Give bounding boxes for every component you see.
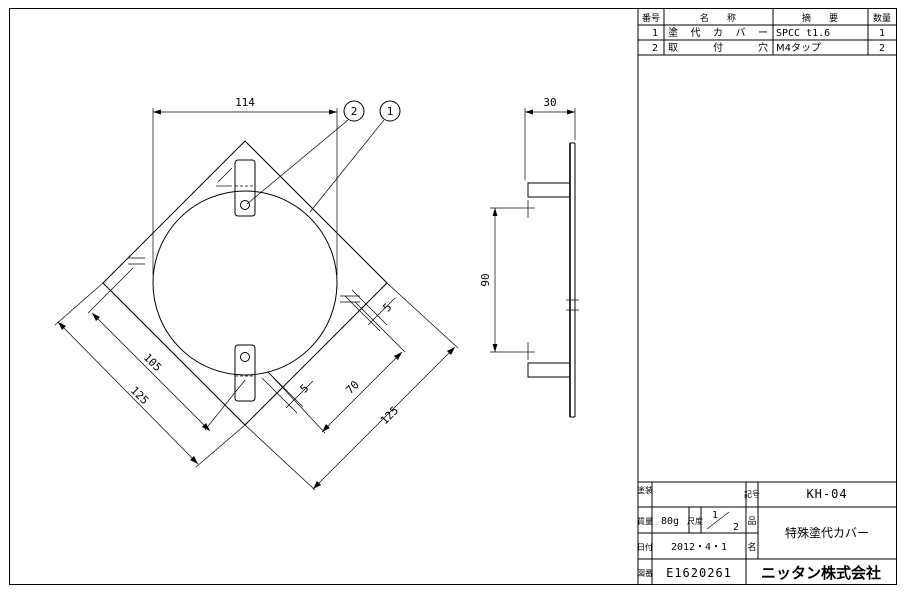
parts-table: 番号 名 称 摘 要 数量 1 塗代カバー SPCC t1.6 1 2 取 付 … [637,8,896,585]
bottom-slot [234,344,256,402]
mass-label: 質量 [637,516,653,526]
scale-denominator: 2 [733,522,739,533]
row2-spec: M4タップ [776,42,821,54]
row1-qty: 1 [879,28,885,39]
callout-2 [343,100,365,122]
code-value: KH-04 [806,487,847,501]
callout-2-label: 2 [351,105,358,118]
dim-105: 105 [141,351,164,374]
date-label: 日付 [637,542,653,552]
header-qty: 数量 [873,12,891,24]
date-value: 2012・4・1 [671,542,727,553]
dim-114: 114 [235,96,255,109]
top-hole-icon [240,200,250,210]
drawing-no-label: 図番 [637,568,653,578]
coating-label: 塗装 [637,485,653,495]
header-name: 名 称 [700,12,736,24]
callout-1-label: 1 [387,105,394,118]
plate-outline [102,140,388,426]
scale-numerator: 1 [712,510,718,521]
callout-1 [379,100,401,122]
row1-no: 1 [652,28,658,39]
code-label: 記号 [744,489,760,499]
company-logo-text: ニッタン株式会社 [761,564,881,582]
scale-label: 尺度 [687,516,703,526]
dim-90: 90 [479,273,492,286]
drawing-no-value: E1620261 [666,566,732,580]
row1-name: 塗代カバー [668,26,768,39]
sheet-border [9,8,897,585]
header-spec: 摘 要 [802,12,838,24]
side-view: 30 90 [479,96,579,418]
row2-name: 取 付 穴 [668,41,768,54]
dim-5-upper: 5 [381,301,395,315]
product-label-top: 品 [747,516,756,527]
dim-5-lower: 5 [298,382,312,396]
product-label-bottom: 名 [747,541,756,553]
dim-125-right: 125 [378,404,401,427]
dim-30: 30 [543,96,556,109]
row2-qty: 2 [879,43,885,54]
row1-spec: SPCC t1.6 [776,28,830,39]
plate-circle [152,190,338,376]
bottom-hole-icon [240,352,250,362]
top-slot [234,159,256,217]
title-block: 塗装 質量 80g 尺度 1 2 日付 2012・4・1 図番 E1620261… [637,481,896,585]
product-name: 特殊塗代カバー [785,525,869,540]
mass-value: 80g [661,516,679,527]
dim-125-left: 125 [128,384,151,407]
front-view: 114 2 1 125 105 125 70 [54,96,459,491]
row2-no: 2 [652,43,658,54]
header-no: 番号 [642,12,660,24]
dim-70: 70 [343,378,362,397]
